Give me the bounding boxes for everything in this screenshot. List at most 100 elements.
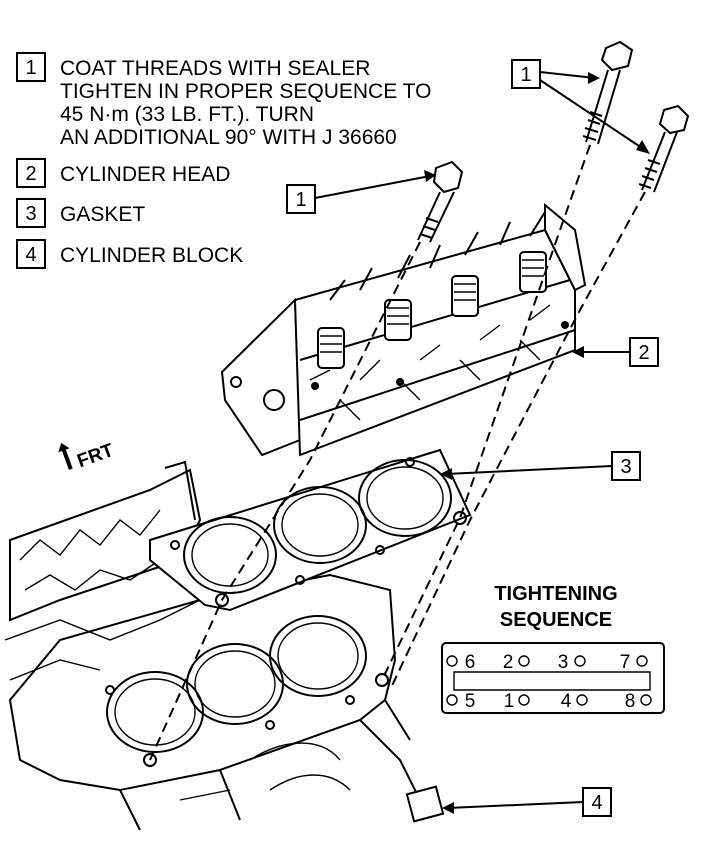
left-bank-edge xyxy=(164,460,196,521)
alignment-line-far xyxy=(389,191,646,691)
legend-text-line: 45 N·m (33 LB. FT.). TURN xyxy=(60,103,314,126)
head-bolt xyxy=(417,160,464,243)
head-end-plate xyxy=(220,297,302,457)
arrowhead xyxy=(442,802,454,814)
legend-item-2: 2 CYLINDER HEAD xyxy=(16,158,230,188)
head-bolts xyxy=(417,40,690,243)
bolt-head xyxy=(658,104,690,135)
sequence-head-outline xyxy=(441,642,665,714)
block-bolt-hole xyxy=(265,720,275,730)
gasket-bore xyxy=(358,459,452,537)
callout-bolt-left: 1 xyxy=(286,170,436,214)
callout-bolts-top: 1 xyxy=(511,59,650,154)
legend-number-box xyxy=(16,52,46,82)
legend-number: 3 xyxy=(25,203,36,225)
sequence-bolt-hole xyxy=(574,655,586,667)
legend-text-line: AN ADDITIONAL 90° WITH J 36660 xyxy=(60,126,397,149)
gasket-bore-ring xyxy=(281,493,359,557)
gasket-bolt-hole xyxy=(170,540,180,550)
callout-number: 4 xyxy=(591,792,602,814)
legend-text-line: CYLINDER BLOCK xyxy=(60,244,243,267)
front-label: FRT xyxy=(75,440,117,473)
sequence-number: 8 xyxy=(625,691,636,712)
gasket-bolt-hole xyxy=(295,575,305,585)
head-gasket xyxy=(149,448,472,612)
callout-number: 1 xyxy=(295,189,306,211)
block-bore xyxy=(269,615,367,697)
cylinder-head xyxy=(220,202,587,457)
valve-spring xyxy=(451,275,479,317)
bolt-head xyxy=(600,40,634,72)
spring-coils xyxy=(320,259,544,353)
legend-text-line: COAT THREADS WITH SEALER xyxy=(60,57,370,80)
sequence-number: 2 xyxy=(503,652,514,673)
valve-spring xyxy=(317,327,345,369)
legend-item-3: 3 GASKET xyxy=(16,198,145,228)
gasket-bolt-hole xyxy=(405,457,415,467)
callout-number: 3 xyxy=(620,456,631,478)
gasket-bolt-hole xyxy=(453,511,467,525)
legend-number-box xyxy=(16,198,46,228)
alignment-lines xyxy=(149,144,646,761)
head-bolt xyxy=(638,104,690,193)
sequence-top-row: 6 2 3 7 xyxy=(446,652,648,673)
callout-gasket: 3 xyxy=(440,451,641,481)
sequence-bolt-hole xyxy=(518,655,530,667)
head-end-hole xyxy=(230,376,242,388)
block-bore xyxy=(106,671,204,753)
head-end-hole xyxy=(263,389,285,411)
head-bolt-boss xyxy=(311,382,319,390)
head-ports xyxy=(309,304,551,421)
legend-item-4: 4 CYLINDER BLOCK xyxy=(16,239,243,269)
gasket-bore xyxy=(183,516,277,594)
legend-text-line: GASKET xyxy=(60,203,145,226)
sequence-bolt-hole xyxy=(518,694,530,706)
block-bolt-hole xyxy=(375,673,389,687)
legend-number: 1 xyxy=(25,57,36,79)
sequence-title-line: TIGHTENING xyxy=(494,583,617,605)
block-body-lines xyxy=(119,699,441,831)
sequence-bolt-hole xyxy=(640,694,652,706)
legend-item-1: 1 COAT THREADS WITH SEALER TIGHTEN IN PR… xyxy=(16,52,431,149)
arrowhead xyxy=(440,468,452,480)
sequence-title-line: SEQUENCE xyxy=(500,609,612,631)
block-bolt-hole xyxy=(345,695,355,705)
head-bolt-boss xyxy=(396,378,404,386)
block-bore-inner xyxy=(194,650,276,718)
block-bore xyxy=(186,643,284,725)
legend-number-box xyxy=(16,158,46,188)
arrowhead xyxy=(588,72,600,84)
legend-number: 2 xyxy=(25,163,36,185)
arrowhead xyxy=(636,140,650,154)
gasket-bolt-hole xyxy=(375,545,385,555)
valve-spring xyxy=(519,251,547,293)
head-bolt-boss xyxy=(561,321,569,329)
block-bore-inner xyxy=(277,622,359,690)
sequence-number: 7 xyxy=(620,652,631,673)
sequence-inner-outline xyxy=(453,671,651,691)
sequence-bolt-hole xyxy=(576,694,588,706)
callout-leader xyxy=(445,465,613,475)
bolt-threads xyxy=(419,217,439,239)
gasket-bore-ring xyxy=(366,466,444,530)
sequence-bottom-row: 5 1 4 8 xyxy=(446,691,652,712)
valve-springs xyxy=(309,211,551,421)
sequence-number: 3 xyxy=(558,652,569,673)
callout-leaders xyxy=(539,71,646,151)
sequence-bolt-hole xyxy=(446,655,458,667)
bolt-shank xyxy=(417,191,455,243)
legend-text-line: CYLINDER HEAD xyxy=(60,163,230,186)
gasket-bolt-hole xyxy=(215,593,229,607)
left-bank-rockers xyxy=(19,509,161,591)
head-bolt xyxy=(582,40,634,145)
bolt-threads xyxy=(582,111,603,141)
bolt-head xyxy=(432,160,464,194)
callout-number: 1 xyxy=(520,64,531,86)
legend-text-line: TIGHTEN IN PROPER SEQUENCE TO xyxy=(60,80,431,103)
head-rear-plate xyxy=(544,202,587,292)
valve-spring xyxy=(384,299,412,341)
block-bolt-hole xyxy=(105,685,115,695)
block-bore-inner xyxy=(114,678,196,746)
callout-head: 2 xyxy=(572,337,659,367)
